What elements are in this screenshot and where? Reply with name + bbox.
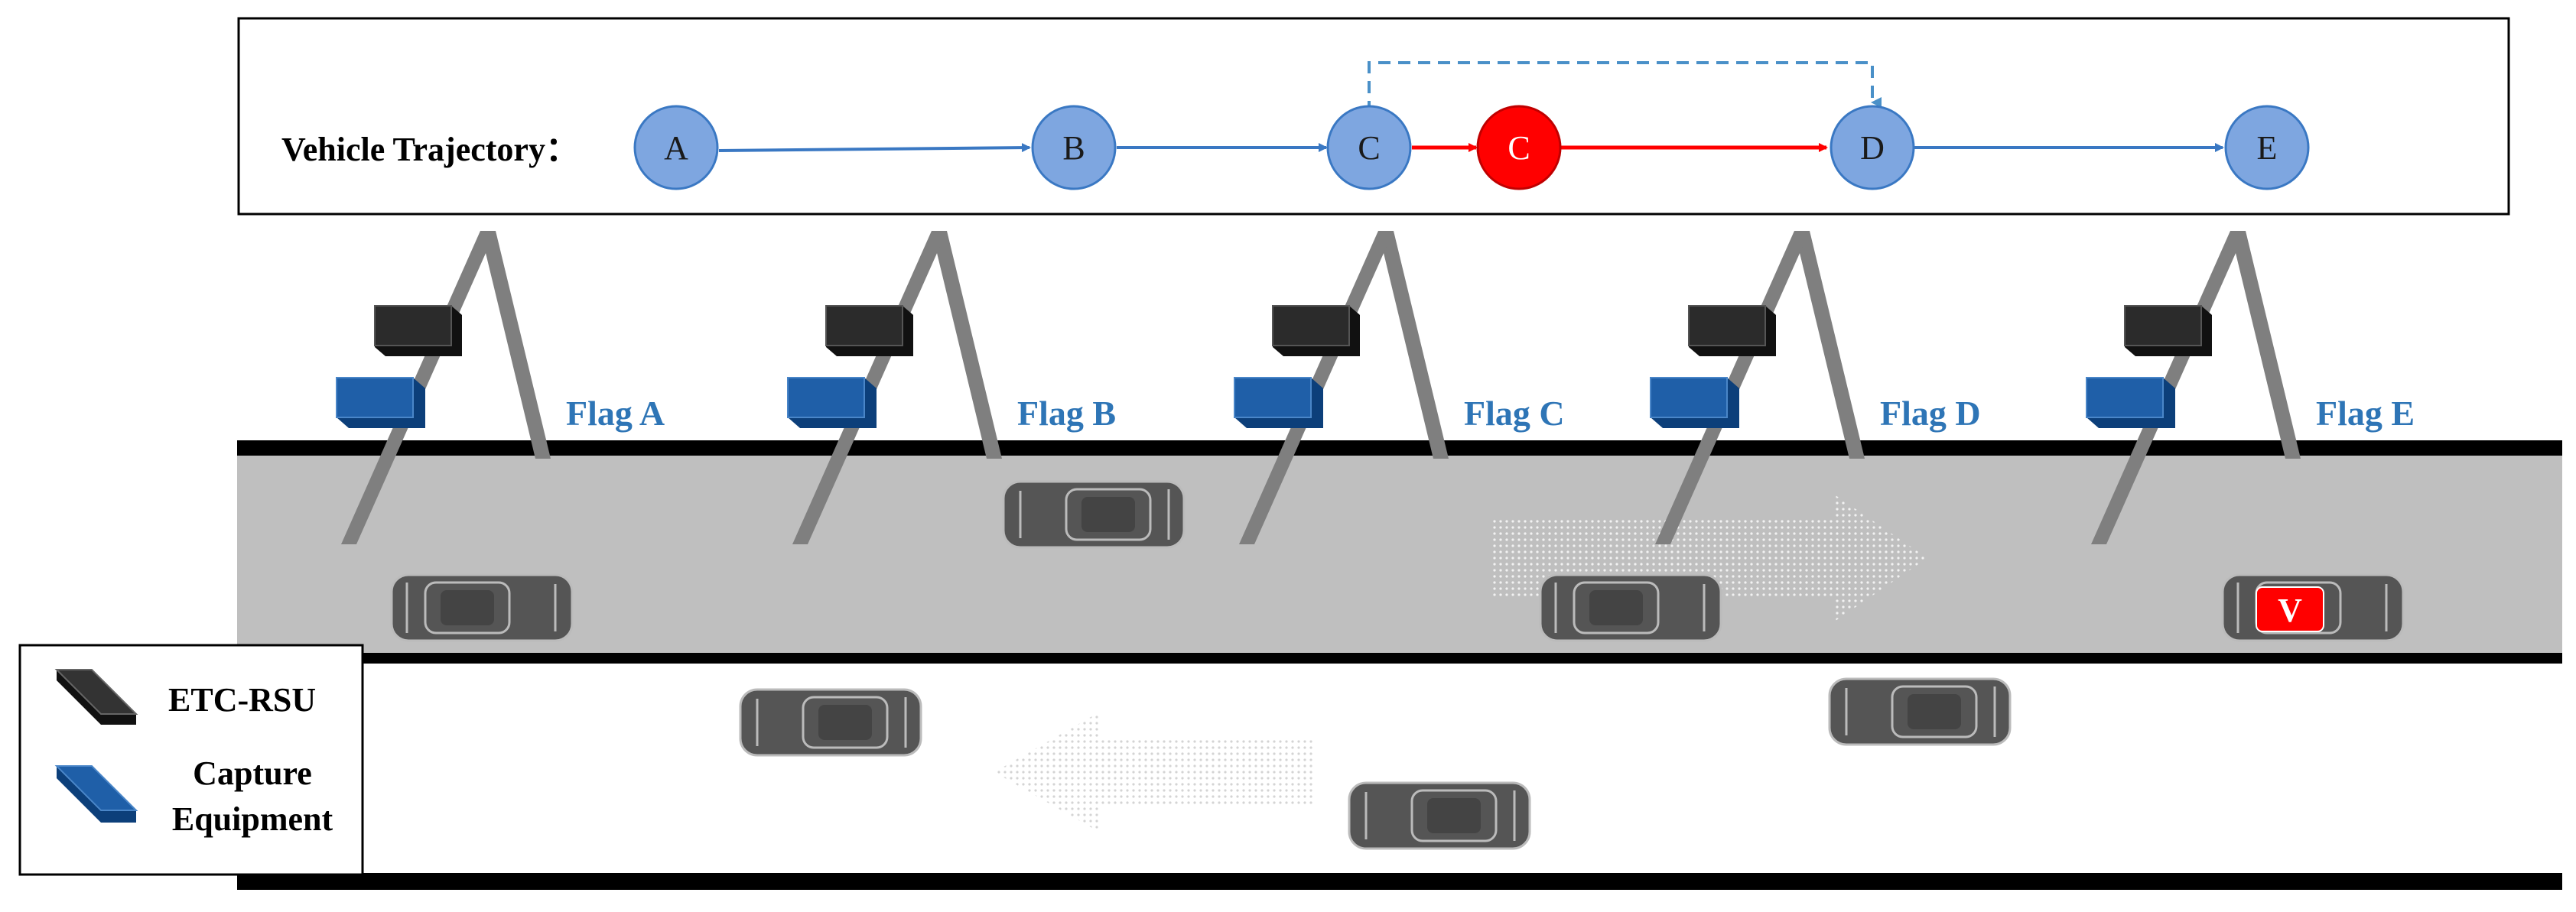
- etc-rsu-icon: [1272, 305, 1360, 356]
- flag-label-a: Flag A: [566, 394, 665, 433]
- legend-capture-label-line1: Capture: [193, 755, 312, 792]
- node-label: B: [1062, 129, 1085, 167]
- trajectory-title: Vehicle Trajectory：: [281, 131, 579, 168]
- trajectory-node-d: D: [1830, 105, 1915, 190]
- target-badge-label: V: [2278, 592, 2302, 629]
- node-label: D: [1860, 129, 1885, 167]
- road-middle-line: [237, 653, 2562, 664]
- trajectory-node-e: E: [2224, 105, 2310, 190]
- direction-arrow-left: [994, 711, 1316, 833]
- road-bottom-border: [237, 873, 2562, 890]
- node-label: C: [1508, 129, 1530, 167]
- capture-equipment-icon: [2086, 377, 2175, 428]
- car-lower-2: [1348, 781, 1531, 850]
- gantry-e: Flag E: [2086, 231, 2415, 544]
- capture-equipment-icon: [1234, 377, 1323, 428]
- trajectory-node-b: B: [1031, 105, 1117, 190]
- capture-equipment-icon: [1650, 377, 1739, 428]
- target-vehicle: V: [2221, 573, 2405, 642]
- capture-equipment-icon: [336, 377, 425, 428]
- capture-equipment-icon: [787, 377, 877, 428]
- car-lower-3: [1828, 677, 2012, 746]
- arrow-a-b: [718, 143, 1031, 153]
- car-upper-1: [390, 573, 574, 642]
- etc-rsu-icon: [2124, 305, 2212, 356]
- node-label: C: [1358, 129, 1380, 167]
- legend: ETC-RSU Capture Equipment: [18, 644, 364, 876]
- road-lane-upper: [237, 456, 2562, 653]
- target-badge: [2256, 586, 2324, 632]
- node-label: A: [664, 129, 688, 167]
- trajectory-node-a: A: [633, 105, 719, 190]
- node-label: E: [2257, 129, 2278, 167]
- etc-rsu-icon: [825, 305, 913, 356]
- flag-label-c: Flag C: [1464, 394, 1565, 433]
- legend-capture-label-line2: Equipment: [172, 800, 333, 838]
- car-upper-3: [1539, 573, 1722, 642]
- flag-label-e: Flag E: [2316, 394, 2415, 433]
- gantry-b: Flag B: [787, 231, 1116, 544]
- flag-label-d: Flag D: [1880, 394, 1981, 433]
- flag-label-b: Flag B: [1017, 394, 1116, 433]
- legend-capture-equipment-icon: [54, 765, 138, 823]
- gantry-a: Flag A: [336, 231, 665, 544]
- road-top-border: [237, 440, 2562, 456]
- car-lower-1: [739, 688, 922, 757]
- gantry-d: Flag D: [1650, 231, 1981, 544]
- trajectory-node-c-highlight: C: [1476, 105, 1562, 190]
- legend-etc-rsu-icon: [54, 669, 138, 725]
- legend-etc-label: ETC-RSU: [168, 681, 316, 719]
- etc-rsu-icon: [1688, 305, 1776, 356]
- etc-rsu-icon: [374, 305, 462, 356]
- skip-arrow: [1368, 61, 1882, 113]
- gantry-c: Flag C: [1234, 231, 1565, 544]
- car-upper-2: [1002, 480, 1186, 549]
- trajectory-node-c: C: [1326, 105, 1412, 190]
